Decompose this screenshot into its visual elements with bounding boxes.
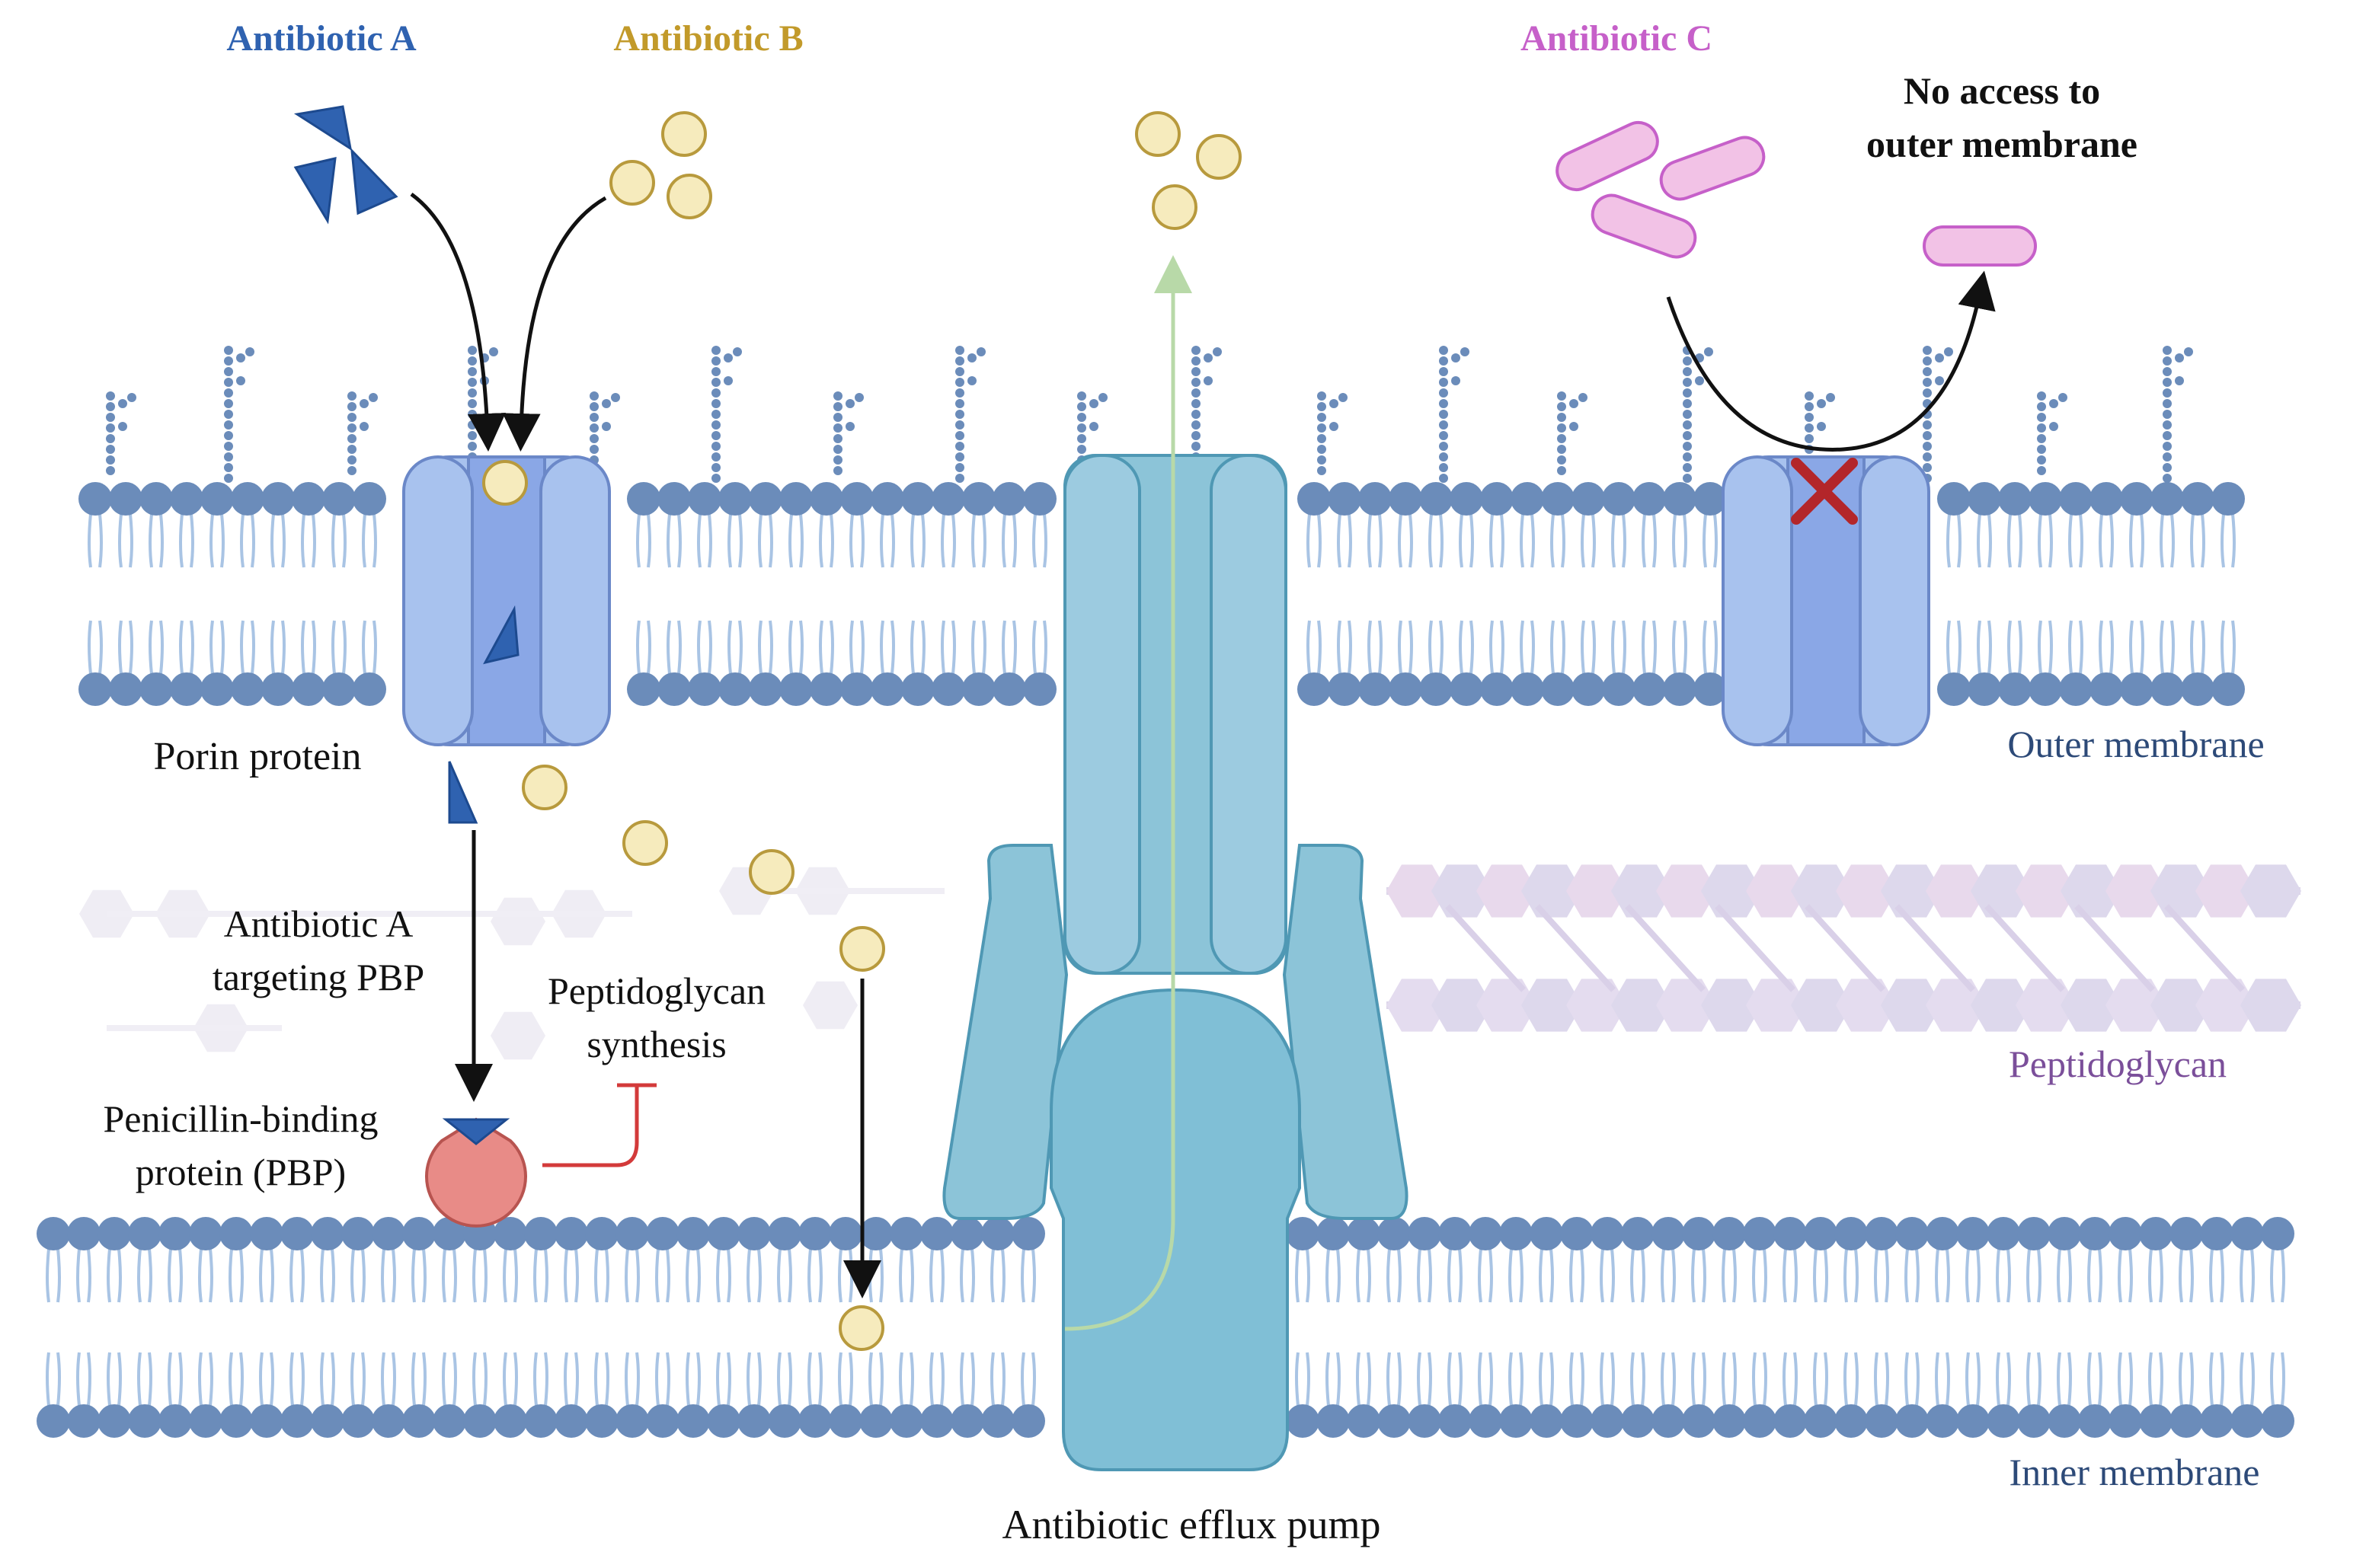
label-peptidoglycan: Peptidoglycan [2009,1043,2227,1085]
label-pbp-line2: protein (PBP) [136,1151,346,1193]
peptidoglycan-layer [79,864,2301,1060]
efflux-pump [942,454,1408,1471]
penicillin-binding-protein [425,1117,527,1228]
antibiotic-b-molecules [482,111,1242,1351]
label-antibiotic-a: Antibiotic A [226,18,417,59]
label-no-access-line1: No access to [1904,69,2100,112]
label-porin-protein: Porin protein [154,735,362,778]
label-pbp-line1: Penicillin-binding [103,1097,378,1140]
label-peptidoglycan-synthesis-line2: synthesis [587,1023,726,1065]
label-inner-membrane: Inner membrane [2009,1451,2259,1493]
porin-protein-right [1722,455,1930,746]
label-no-access-line2: outer membrane [1866,123,2137,165]
label-peptidoglycan-synthesis-line1: Peptidoglycan [548,969,766,1012]
arrows [410,192,1996,1331]
label-antibiotic-b: Antibiotic B [613,18,803,59]
label-outer-membrane: Outer membrane [2007,723,2264,765]
antibiotic-a-molecules [293,105,520,824]
label-efflux-pump: Antibiotic efflux pump [1002,1502,1381,1547]
label-antibiotic-a-targeting-line2: targeting PBP [213,956,424,998]
inner-membrane [37,1217,2294,1438]
label-antibiotic-c: Antibiotic C [1520,18,1712,59]
label-antibiotic-a-targeting-line1: Antibiotic A [224,902,414,945]
antibiotic-c-molecules [1555,120,2037,267]
outer-membrane [78,482,2245,706]
red-x-icon [1791,458,1858,525]
